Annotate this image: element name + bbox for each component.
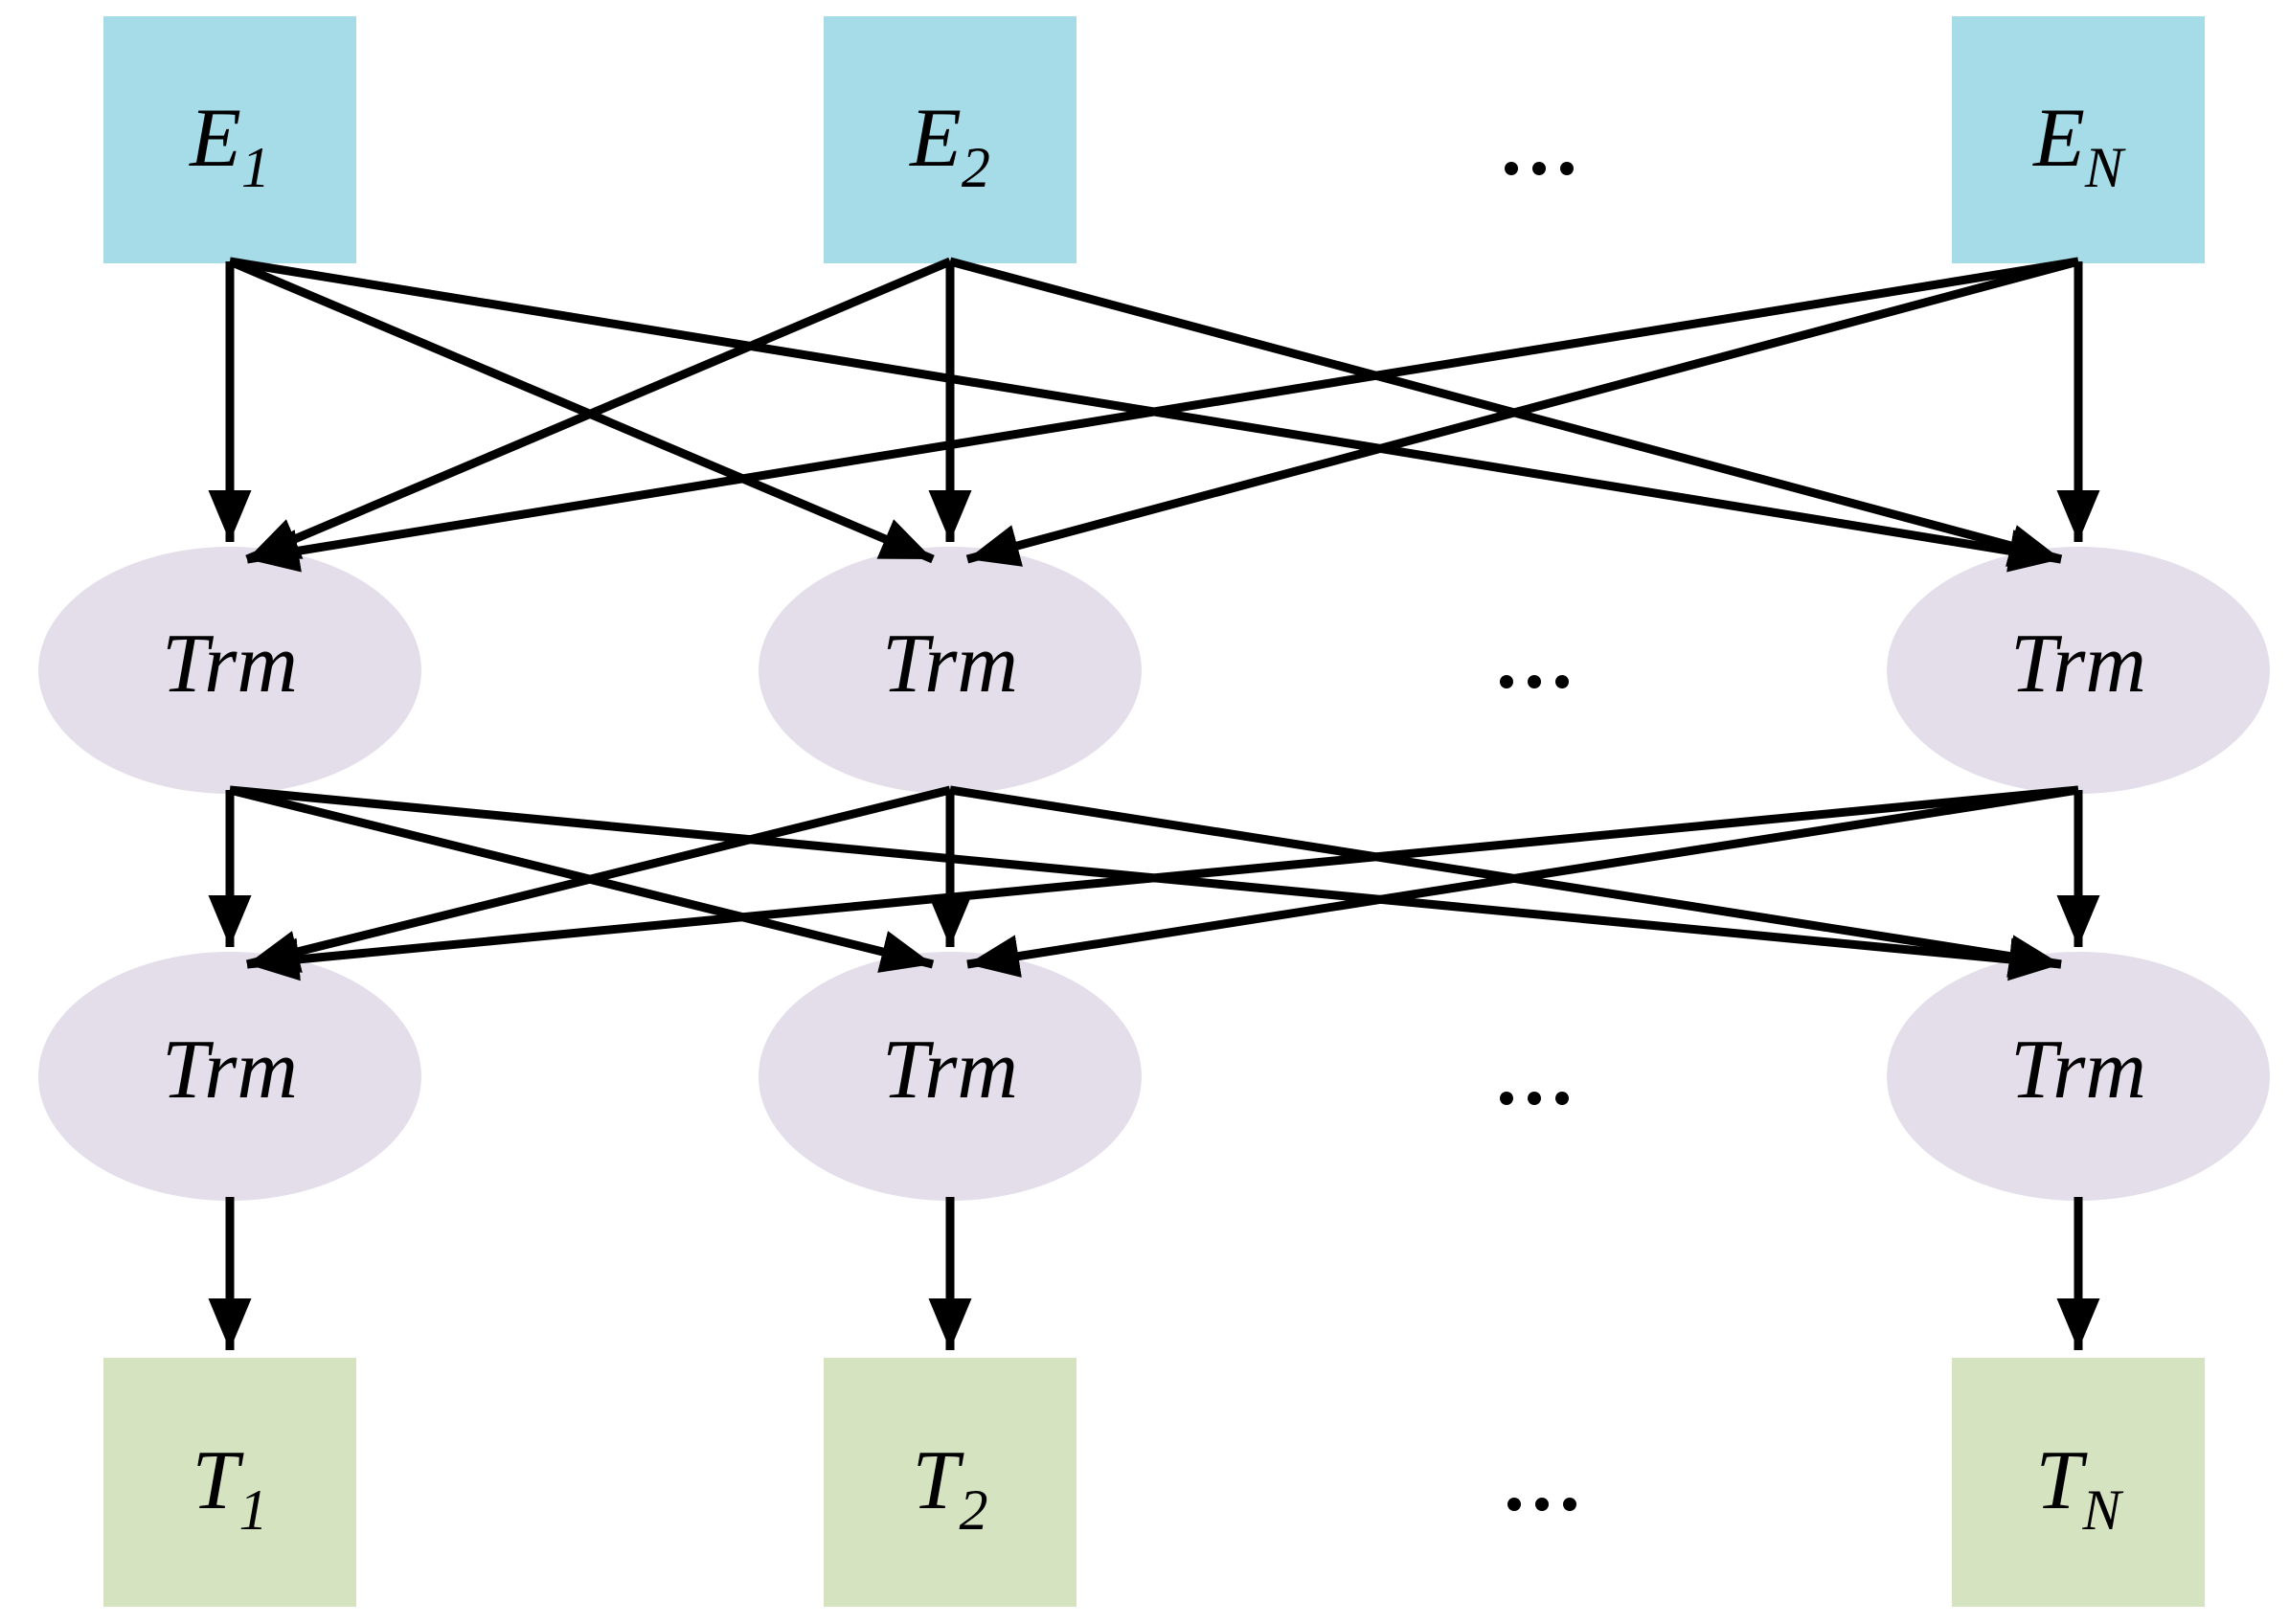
embeddings-box-EN xyxy=(1952,16,2205,263)
embeddings-label-E1: E1 xyxy=(188,92,270,199)
transformer-layer-1-label-A2: Trm xyxy=(882,618,1018,710)
edge-EN-A1 xyxy=(246,257,2079,573)
transformer-layer-1-label-AN: Trm xyxy=(2010,618,2146,710)
ellipsis-dot xyxy=(1535,1498,1549,1511)
outputs-box-T1 xyxy=(103,1358,356,1607)
ellipsis-dot xyxy=(1560,162,1574,175)
ellipsis-dot xyxy=(1528,675,1541,688)
ellipsis-dot xyxy=(1555,675,1569,688)
ellipsis-dot xyxy=(1528,1092,1541,1105)
edge-EN-A2 xyxy=(965,257,2080,567)
embeddings-ellipsis xyxy=(1505,162,1574,175)
embeddings-label-EN: EN xyxy=(2031,92,2126,199)
transformer-layer-2-label-B1: Trm xyxy=(162,1024,298,1116)
transformer-layer-2-label-BN: Trm xyxy=(2010,1024,2146,1116)
ellipsis-dot xyxy=(1563,1498,1576,1511)
embeddings-box-E1 xyxy=(103,16,356,263)
edges xyxy=(208,257,2100,1350)
ellipsis-dot xyxy=(1505,162,1518,175)
ellipsis-dot xyxy=(1507,1498,1521,1511)
transformer-layer-1-ellipse-AN xyxy=(1887,547,2270,794)
embeddings-label-E2: E2 xyxy=(908,92,990,199)
transformer-layer-1-ellipse-A1 xyxy=(38,547,421,794)
outputs-label-T2: T2 xyxy=(913,1434,988,1542)
transformer-layer-2-label-B2: Trm xyxy=(882,1024,1018,1116)
ellipsis-dot xyxy=(1500,1092,1513,1105)
edge-AN-B1 xyxy=(246,785,2079,981)
edge-A2-B1 xyxy=(245,785,952,973)
edge-AN-B2 xyxy=(966,785,2079,978)
embeddings-box-E2 xyxy=(824,16,1077,263)
transformer-layer-2-ellipse-BN xyxy=(1887,952,2270,1201)
ellipsis-dot xyxy=(1500,675,1513,688)
transformer-layer-2-ellipse-B1 xyxy=(38,952,421,1201)
transformer-layer-1-ellipsis xyxy=(1500,675,1569,688)
ellipsis-dot xyxy=(1555,1092,1569,1105)
edge-E2-A1 xyxy=(245,257,952,564)
edge-E1-A2 xyxy=(228,257,935,564)
outputs-ellipsis xyxy=(1507,1498,1576,1511)
outputs-label-T1: T1 xyxy=(193,1434,268,1542)
edge-E2-AN xyxy=(948,257,2063,567)
transformer-layer-1-label-A1: Trm xyxy=(162,618,298,710)
transformer-layer-2-ellipsis xyxy=(1500,1092,1569,1105)
ellipsis-dot xyxy=(1532,162,1546,175)
outputs-box-T2 xyxy=(824,1358,1077,1607)
outputs-box-TN xyxy=(1952,1358,2205,1607)
transformer-layer-2-ellipse-B2 xyxy=(759,952,1142,1201)
outputs-label-TN: TN xyxy=(2036,1434,2124,1542)
node-shapes xyxy=(38,16,2270,1607)
transformer-layer-1-ellipse-A2 xyxy=(759,547,1142,794)
